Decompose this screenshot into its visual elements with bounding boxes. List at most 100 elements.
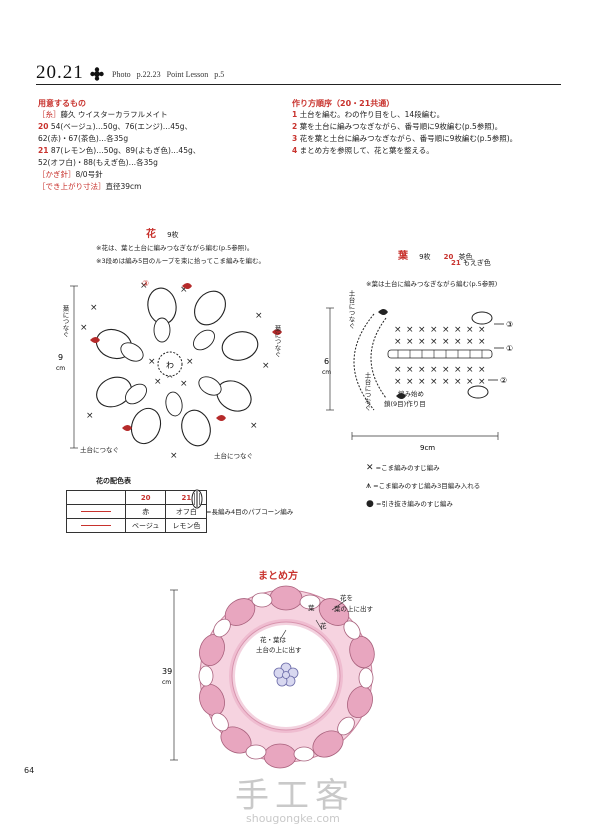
step-num: 3: [292, 134, 298, 143]
svg-text:×: ×: [454, 377, 462, 387]
leaf-chain-label-1: 編み始め: [398, 390, 424, 398]
petal-group: [95, 287, 259, 447]
flower-heading: 花 9枚: [146, 222, 179, 241]
photo-label: Photo: [112, 70, 131, 79]
svg-text:×: ×: [418, 377, 426, 387]
legend-row: ● =引き抜き編みのすじ編み: [366, 498, 480, 510]
step-text: 花を葉と土台に編みつなぎながら、番号順に9枚編む(p.5参照)。: [299, 134, 518, 143]
flower-title: 花: [146, 229, 156, 240]
svg-text:×: ×: [86, 411, 94, 421]
legend-row: ✕ =こま編みのすじ編み: [366, 462, 480, 474]
legend-text: =引き抜き編みのすじ編み: [375, 500, 453, 508]
svg-text:×: ×: [90, 303, 98, 313]
table-row: ベージュ レモン色: [66, 518, 208, 533]
assembly-label-hana: 花: [320, 622, 327, 630]
leaf-chart: 6 cm 9cm ×××××××× ×××××××× ×××××××× ××××…: [322, 307, 513, 452]
svg-text:×: ×: [394, 337, 402, 347]
assembly-dim-unit: cm: [162, 679, 171, 686]
step-text: 土台を編む。わの作り目をし、14段編む。: [299, 110, 445, 119]
leaf-c20-color: 茶色: [458, 253, 473, 261]
leaf-title: 葉: [398, 251, 408, 262]
assembly-diagram: 39 cm: [162, 585, 375, 769]
svg-text:×: ×: [406, 365, 414, 375]
svg-text:×: ×: [170, 451, 178, 461]
header-rule: [36, 84, 561, 85]
svg-text:×: ×: [466, 325, 474, 335]
table-cell: レモン色: [165, 518, 208, 533]
leaf-count: 9枚: [419, 253, 431, 261]
svg-text:×: ×: [148, 357, 156, 367]
line20-b: 62(赤)・67(茶色)…各35g: [38, 134, 129, 143]
legend-text: =こま編みのすじ編み: [375, 464, 440, 472]
svg-text:×: ×: [255, 311, 263, 321]
assembly-label-flower-2: 葉の上に出す: [334, 605, 373, 613]
svg-text:×: ×: [442, 337, 450, 347]
hook-value: 8/0号針: [75, 170, 103, 179]
flower-label-leaf-left: 葉につなぐ: [61, 305, 69, 338]
table-cell: [66, 490, 126, 505]
line20-num: 20: [38, 122, 49, 131]
flower-center-ring: [157, 351, 183, 377]
assembly-label-leaf: 葉: [308, 604, 315, 612]
watermark-url: shougongke.com: [246, 812, 340, 825]
legend-text: =こま編みのすじ編み3目編み入れる: [373, 482, 481, 490]
lesson-label: Point Lesson: [166, 70, 209, 79]
step-num: 4: [292, 146, 298, 155]
yarn-label: ［糸］: [38, 110, 61, 119]
step-text: 葉を土台に編みつなぎながら、番号順に9枚編む(p.5参照)。: [299, 122, 503, 131]
leaf-note: ※葉は土台に編みつなぎながら編む(p.5参照): [366, 280, 498, 288]
join-markers: [90, 283, 282, 431]
step-num: 1: [292, 110, 298, 119]
page-number: 64: [24, 766, 35, 775]
svg-text:×: ×: [454, 325, 462, 335]
leaf-heading: 葉 9枚 20 茶色: [398, 244, 473, 263]
leaf-c21-num: 21: [451, 259, 461, 267]
flower-count: 9枚: [167, 231, 179, 239]
leaf-c21: 21 もえぎ色: [451, 258, 491, 268]
assembly-center-label-1: 花・葉は: [260, 636, 286, 644]
flower-note-1: ※花は、葉と土台に編みつなぎながら編む(p.5参照)。: [96, 244, 254, 252]
leaf-num3: ③: [506, 320, 513, 329]
svg-text:×: ×: [180, 285, 188, 295]
watermark-logo: 手工客: [235, 776, 355, 816]
svg-text:×: ×: [430, 337, 438, 347]
flower-note-2: ※3段めは編み5目のループを束に拾ってこま編みを編む。: [96, 257, 266, 265]
svg-text:×: ×: [406, 325, 414, 335]
flower-label-base-right: 土台につなぐ: [214, 452, 253, 460]
step-text: まとめ方を参照して、花と葉を整える。: [299, 146, 434, 155]
leaf-dim-unit: cm: [322, 369, 331, 376]
svg-text:×: ×: [418, 325, 426, 335]
svg-text:×: ×: [406, 337, 414, 347]
line20-a: 54(ベージュ)…50g、76(エンジ)…45g、: [50, 122, 193, 131]
table-row: 20 21: [66, 490, 208, 505]
table-cell-swatch: [66, 518, 126, 533]
svg-text:×: ×: [430, 377, 438, 387]
leaf-num1: ①: [506, 344, 513, 353]
flower-num3: ③: [142, 279, 149, 288]
photo-pages: p.22.23: [136, 70, 161, 79]
svg-text:×: ×: [466, 365, 474, 375]
table-cell: 赤: [124, 504, 167, 519]
leaf-c21-color: もえぎ色: [462, 259, 491, 267]
steps-title: 作り方順序（20・21共通）: [292, 99, 395, 108]
leaf-c20-num: 20: [443, 253, 454, 261]
svg-text:×: ×: [466, 377, 474, 387]
hook-label: ［かぎ針］: [38, 170, 76, 179]
popcorn-icon: [190, 488, 204, 514]
svg-text:×: ×: [478, 365, 486, 375]
sc-increase-icon: ⩚: [366, 481, 372, 491]
svg-text:×: ×: [442, 377, 450, 387]
flower-chart: 9 cm ××× ××× ××× ××× ×× わ ③: [56, 279, 282, 461]
table-row: 赤 オフ白: [66, 504, 208, 519]
sc-back-loop-icon: ✕: [366, 463, 374, 473]
leaf-chain: [387, 349, 493, 359]
step-num: 2: [292, 122, 298, 131]
leaf-dim-h: 9cm: [420, 444, 435, 452]
color-table-title: 花の配色表: [96, 477, 131, 485]
svg-text:×: ×: [250, 421, 258, 431]
svg-text:×: ×: [394, 377, 402, 387]
svg-text:×: ×: [478, 337, 486, 347]
color-table: 20 21 赤 オフ白 ベージュ レモン色: [66, 490, 208, 533]
svg-text:×: ×: [442, 325, 450, 335]
line21-num: 21: [38, 146, 49, 155]
